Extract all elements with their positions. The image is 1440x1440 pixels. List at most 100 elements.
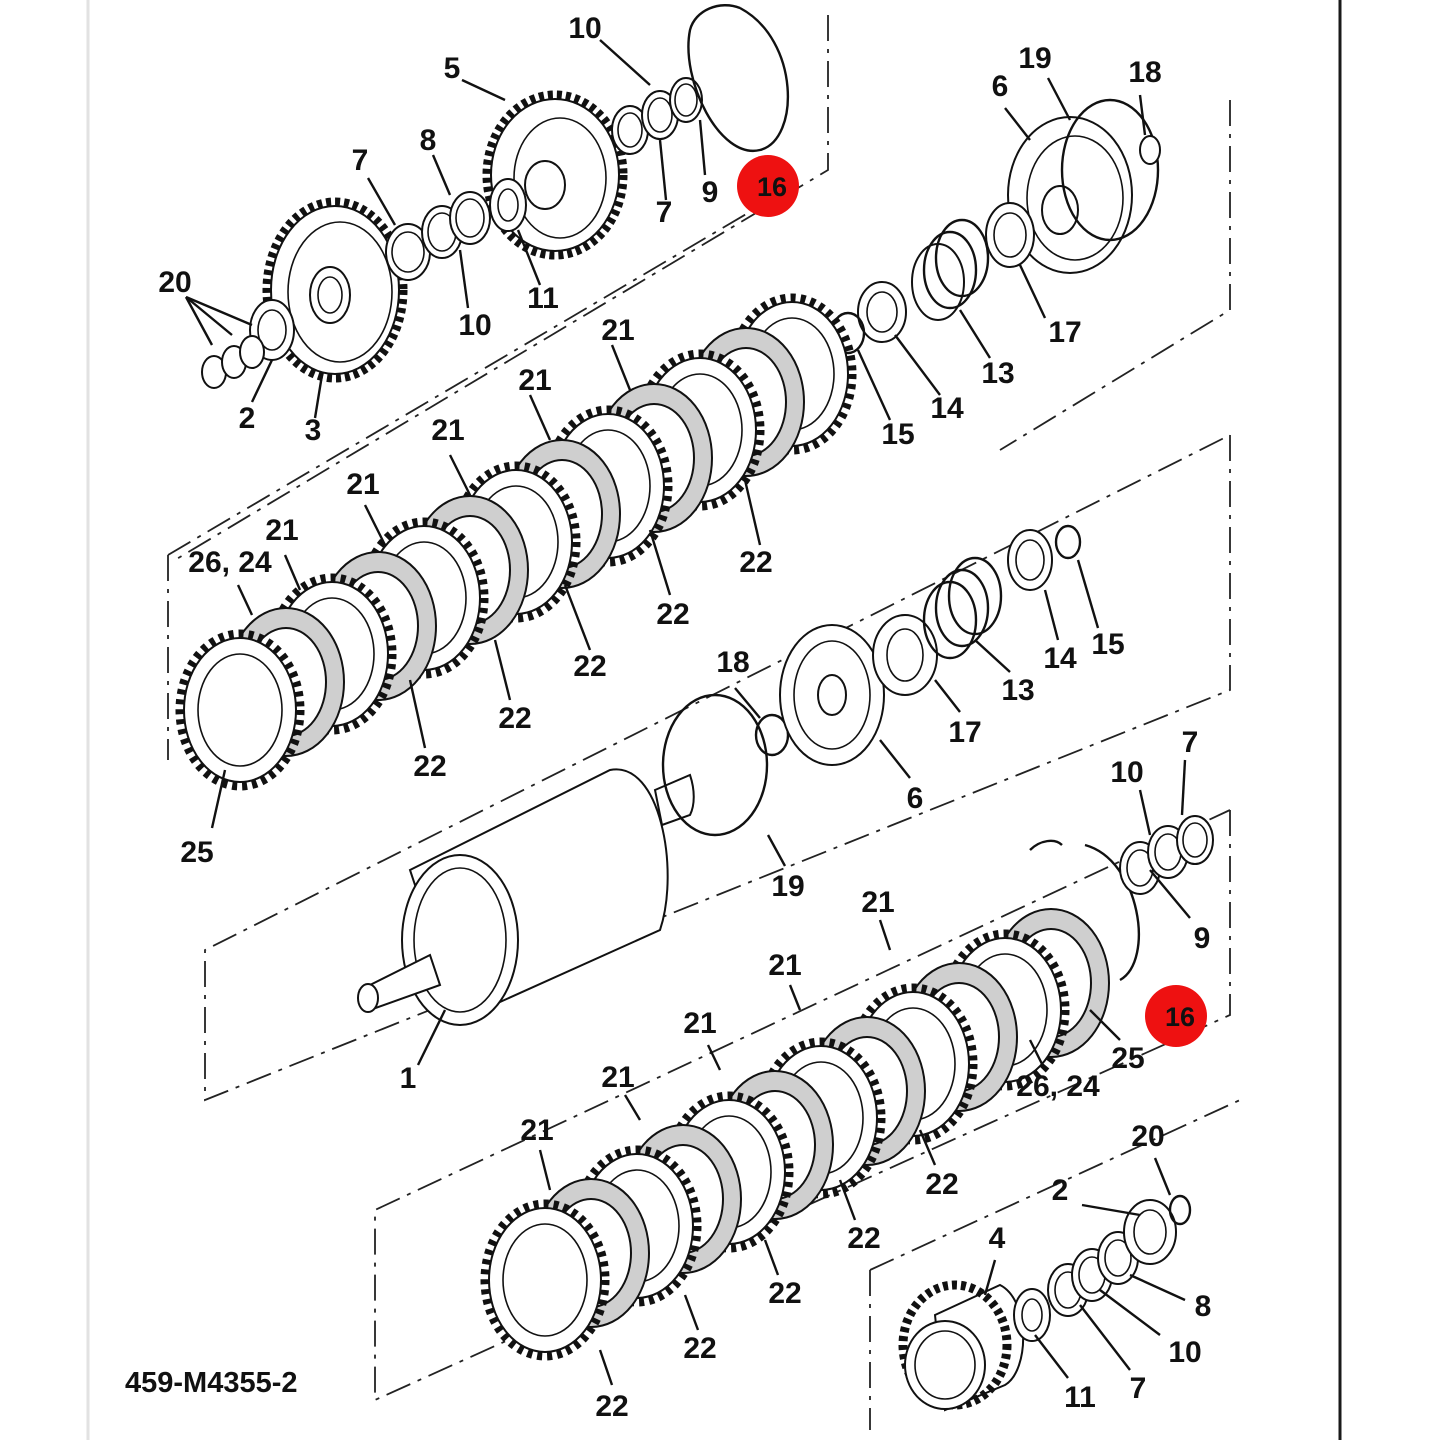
leader-line [610, 344, 632, 391]
leader-line [706, 1044, 722, 1071]
springs-13-mid [872, 524, 1082, 696]
callout-label: 21 [601, 1061, 634, 1094]
leader-line [1089, 1009, 1121, 1041]
leader-line [1034, 1334, 1069, 1379]
leader-line [366, 177, 397, 226]
callout-label: 14 [1043, 642, 1077, 675]
callout-label: 10 [1110, 756, 1143, 789]
callout-label: 10 [568, 12, 601, 45]
callout-label: 11 [1064, 1381, 1096, 1414]
callout-label: 2 [1052, 1174, 1069, 1207]
callout-label: 8 [1195, 1290, 1212, 1323]
leader-line [788, 984, 802, 1011]
callout-label: 10 [458, 309, 491, 342]
leader-line [894, 334, 941, 396]
leader-line [236, 584, 254, 616]
callout-label: 22 [498, 702, 531, 735]
callout-label: 6 [907, 782, 924, 815]
leader-line [448, 454, 472, 496]
leader-line [528, 394, 552, 441]
callout-label: 9 [702, 176, 719, 209]
leader-line [1076, 559, 1100, 629]
leader-line [1043, 589, 1060, 641]
callout-label: 2 [239, 402, 256, 435]
callout-label: 13 [981, 357, 1014, 390]
callout-label: 21 [431, 414, 464, 447]
callout-label: 25 [180, 836, 213, 869]
callout-label: 22 [656, 598, 689, 631]
washers-top [385, 77, 703, 281]
leader-line [598, 1349, 614, 1386]
callout-label: 22 [847, 1222, 880, 1255]
leader-line [838, 1179, 857, 1221]
callout-label: 17 [948, 716, 981, 749]
leader-line [1149, 869, 1191, 919]
callout-label: 19 [771, 870, 804, 903]
callout-label: 22 [595, 1390, 628, 1423]
frame-drum [204, 434, 1231, 1102]
leader-line [1138, 94, 1147, 136]
leader-line [1153, 1157, 1172, 1196]
leader-line [599, 39, 651, 86]
callout-label: 3 [305, 414, 322, 447]
leader-line [934, 679, 961, 713]
leader-line [856, 349, 892, 421]
leader-line [184, 296, 214, 346]
callout-label: 20 [1131, 1120, 1164, 1153]
callout-label: 7 [656, 196, 673, 229]
leader-line [431, 154, 452, 196]
leader-line [743, 479, 762, 546]
callout-label: 19 [1018, 42, 1051, 75]
retainer-14-top [857, 281, 907, 343]
leader-line [878, 919, 892, 951]
highlight-label: 16 [757, 172, 787, 202]
callout-label: 21 [861, 886, 894, 919]
callout-label: 18 [716, 646, 749, 679]
callout-label: 25 [1111, 1042, 1144, 1075]
leader-lines [184, 39, 1191, 1386]
callout-label: 7 [352, 144, 369, 177]
leader-line [648, 529, 672, 596]
callout-label: 13 [1001, 674, 1034, 707]
snap-ring-16-top [687, 4, 790, 153]
leader-line [974, 639, 1011, 673]
frame-discs-left [167, 199, 771, 760]
leader-line [763, 1239, 780, 1276]
leader-line [563, 584, 592, 651]
leader-line [1138, 789, 1152, 836]
leader-line [734, 687, 761, 719]
drum-1 [357, 768, 695, 1026]
leader-line [1028, 1039, 1047, 1071]
leader-line [983, 1259, 997, 1296]
callout-label: 14 [930, 392, 964, 425]
leader-line [766, 834, 787, 867]
leader-line [493, 639, 512, 701]
leader-line [879, 739, 911, 779]
callout-label: 7 [1182, 726, 1199, 759]
frame-discs-right [374, 809, 1231, 1402]
leader-line [185, 296, 233, 336]
leader-line [658, 139, 668, 201]
callout-label: 21 [265, 514, 298, 547]
piston-6-top [1007, 98, 1160, 274]
callout-label: 17 [1048, 316, 1081, 349]
callout-label: 18 [1128, 56, 1161, 89]
leader-line [408, 679, 427, 749]
piston-6-mid [779, 624, 885, 766]
o-ring-18-top [1139, 135, 1161, 165]
leader-line [313, 374, 324, 419]
seal-19-mid [661, 693, 769, 837]
callout-label: 22 [413, 750, 446, 783]
steel-disc [175, 629, 305, 791]
leader-line [363, 504, 387, 546]
frame-top-left [174, 15, 829, 561]
callout-label: 11 [527, 282, 559, 315]
bearing-11-bottom [1013, 1288, 1051, 1342]
callout-label: 15 [881, 418, 914, 451]
group-frames [167, 15, 1241, 1430]
leader-line [1129, 1273, 1186, 1302]
callout-label: 15 [1091, 628, 1124, 661]
